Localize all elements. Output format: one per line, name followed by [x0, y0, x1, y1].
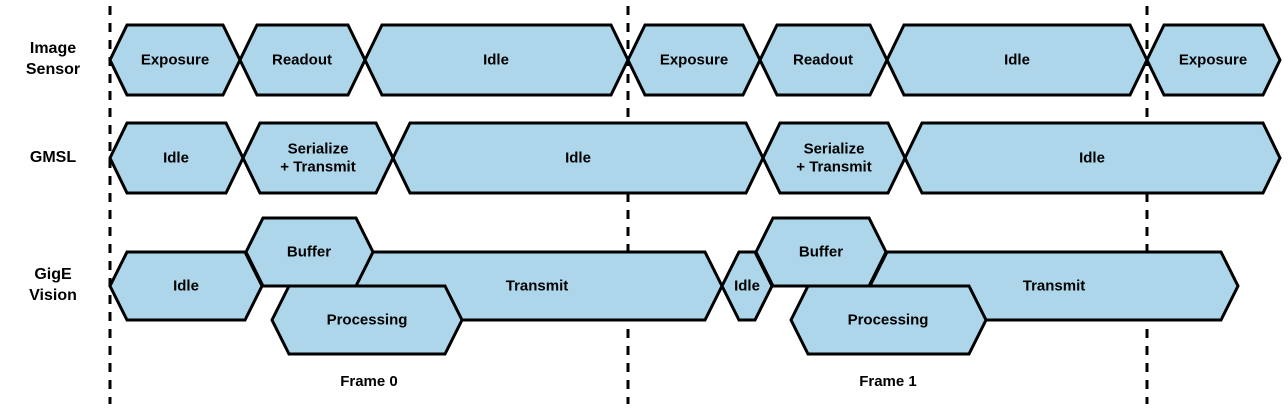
bubble-exposure: [1145, 23, 1282, 97]
bubble-label: + Transmit: [796, 159, 871, 176]
bubble-label: Exposure: [660, 52, 728, 69]
bubble-label: Idle: [1079, 150, 1105, 167]
bubble-label: Idle: [1004, 52, 1030, 69]
bubble-label: + Transmit: [280, 159, 355, 176]
bubble-label: Idle: [173, 278, 199, 295]
frame-0-label: Frame 0: [340, 373, 398, 390]
bubble-buffer: [244, 216, 375, 288]
bubble-label: Serialize: [288, 141, 349, 158]
frame-1-label: Frame 1: [859, 373, 917, 390]
bubble-label: Processing: [848, 312, 929, 329]
bubble-label: Idle: [483, 52, 509, 69]
bubble-label: Readout: [793, 52, 853, 69]
bubble-processing: [789, 284, 988, 356]
bubble-label: Transmit: [1023, 278, 1086, 295]
bubble-label: Idle: [565, 150, 591, 167]
bubble-label: Exposure: [1179, 52, 1247, 69]
row-label-image-sensor: Image Sensor: [25, 40, 81, 78]
bubble-label: Buffer: [799, 244, 843, 261]
bubble-label: Idle: [734, 278, 760, 295]
bubble-label: Transmit: [506, 278, 569, 295]
bubble-buffer: [754, 216, 888, 288]
bubble-label: Serialize: [804, 141, 865, 158]
row-label-gmsl: GMSL: [29, 149, 77, 166]
row-label-gige-vision: GigE Vision: [29, 266, 77, 304]
bubble-label: Idle: [163, 150, 189, 167]
bubble-processing: [270, 284, 464, 356]
bubble-label: Buffer: [287, 244, 331, 261]
bubble-idle: [903, 121, 1282, 195]
bubble-label: Readout: [272, 52, 332, 69]
bubble-label: Exposure: [141, 52, 209, 69]
bubble-label: Processing: [327, 312, 408, 329]
